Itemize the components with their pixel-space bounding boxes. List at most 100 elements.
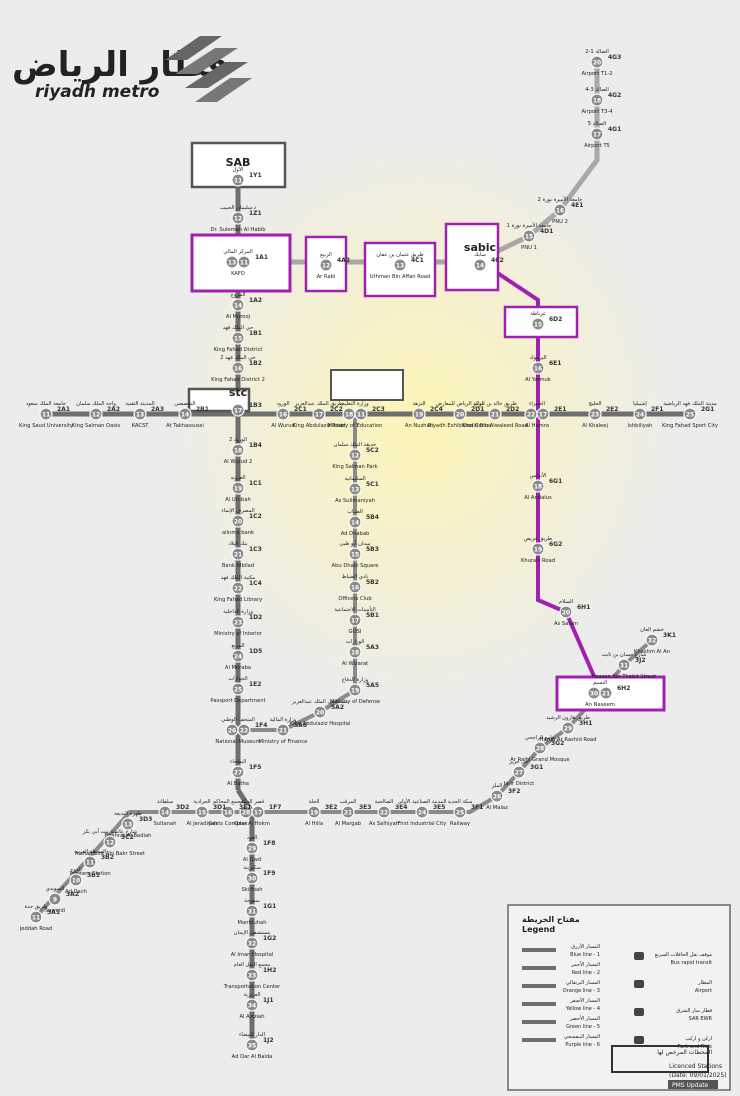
station-number: 16 <box>279 411 287 418</box>
station-name-en: KAFD <box>231 271 245 277</box>
station-name-ar: طريق عثمان بن عفان <box>376 252 423 258</box>
station-number: 10 <box>72 877 80 884</box>
legend-line-ar: المسار الأخضر <box>569 1015 600 1022</box>
station-marker <box>531 317 545 331</box>
station-number: 18 <box>345 411 353 418</box>
station-marker <box>453 407 467 421</box>
legend-symbol-en: Airport <box>695 988 712 994</box>
station-number: 11 <box>240 259 248 266</box>
station-name-en: Jarir District <box>503 781 535 787</box>
station-name-ar: المتحف الوطني <box>221 717 255 723</box>
station-number: 18 <box>234 447 242 454</box>
station-number: 13 <box>136 411 144 418</box>
station-marker <box>39 407 53 421</box>
station-number: 14 <box>234 302 242 309</box>
station-number: 19 <box>234 485 242 492</box>
